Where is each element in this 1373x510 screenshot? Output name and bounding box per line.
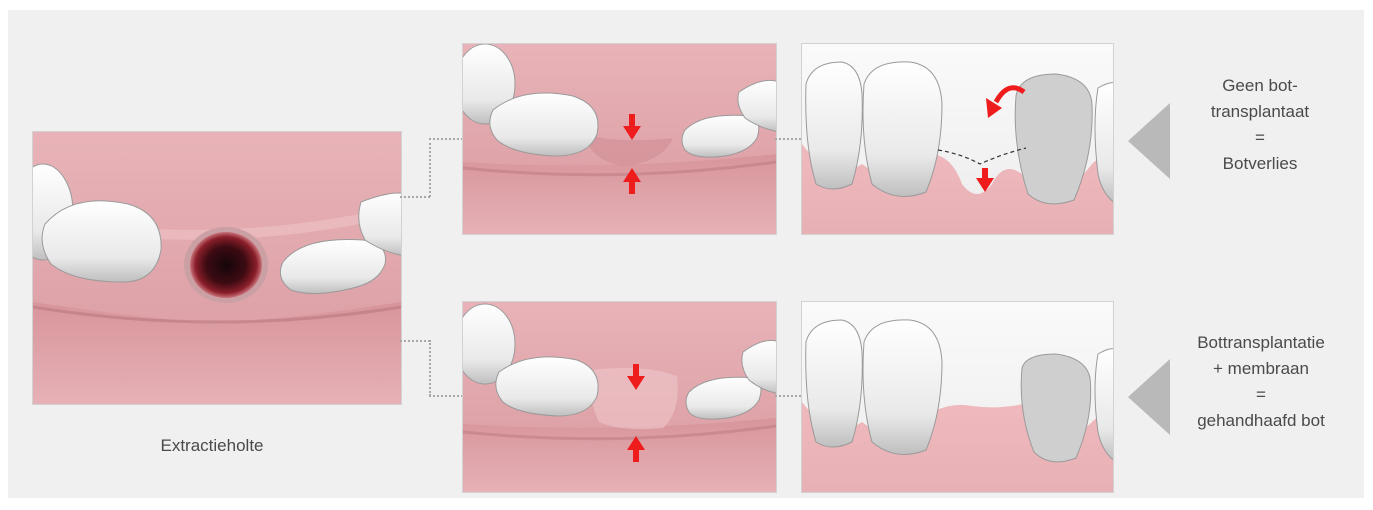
graft-result-caption: Bottransplantatie + membraan = gehandhaa… [1166,330,1356,434]
caption-line: Geen bot- [1180,73,1340,99]
extraction-socket-panel [32,131,402,405]
preserved-bone-side-view-panel [801,301,1114,493]
grafted-ridge-panel [462,301,777,493]
connector-top-v [429,138,431,197]
connector-top-h1 [400,196,430,198]
connector-bottom-h1 [400,340,430,342]
caption-line: transplantaat [1180,99,1340,125]
caption-line: Bottransplantatie [1166,330,1356,356]
grey-triangle-pointer-icon [1128,359,1170,435]
bone-loss-side-view-panel [801,43,1114,235]
grey-triangle-pointer-icon [1128,103,1170,179]
diagram-canvas: Extractieholte [8,10,1364,498]
connector-mid-right-bottom [775,395,801,397]
connector-top-h2 [429,138,463,140]
connector-mid-right-top [775,138,801,140]
healed-ridge-no-graft-panel [462,43,777,235]
caption-line: = [1166,382,1356,408]
caption-line: Botverlies [1180,151,1340,177]
caption-line: = [1180,125,1340,151]
no-graft-result-caption: Geen bot- transplantaat = Botverlies [1180,73,1340,177]
caption-line: gehandhaafd bot [1166,408,1356,434]
caption-line: + membraan [1166,356,1356,382]
connector-bottom-h2 [429,395,463,397]
connector-bottom-v [429,340,431,396]
extraction-caption: Extractieholte [112,433,312,459]
